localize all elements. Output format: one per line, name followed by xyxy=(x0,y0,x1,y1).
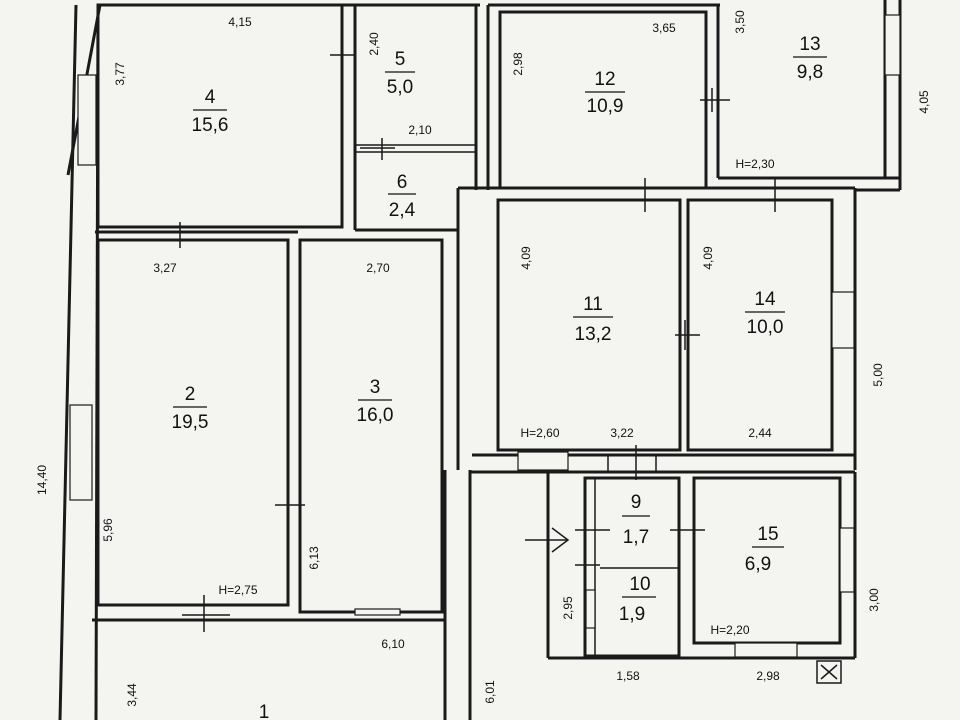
room-number: 9 xyxy=(631,492,642,513)
dimension-label: 2,10 xyxy=(408,123,432,137)
dimension-labels: 4,15 3,77 2,40 2,10 2,98 3,65 3,50 4,05 … xyxy=(35,10,931,707)
room-area: 9,8 xyxy=(797,62,823,83)
room-number: 11 xyxy=(583,294,603,315)
dimension-label: 3,22 xyxy=(610,426,634,440)
room-area: 1,9 xyxy=(619,604,645,625)
dimension-label: 2,95 xyxy=(561,596,575,620)
room-number: 4 xyxy=(205,87,216,108)
room-area: 6,9 xyxy=(745,554,771,575)
room-number: 15 xyxy=(757,524,778,545)
dimension-label: 3,77 xyxy=(113,62,127,86)
dimension-label: 6,13 xyxy=(307,546,321,570)
room-number: 14 xyxy=(754,289,776,310)
dimension-label: 2,40 xyxy=(367,32,381,56)
dimension-label: 4,09 xyxy=(519,246,533,270)
dimension-label: 2,98 xyxy=(756,669,780,683)
dimension-label: H=2,30 xyxy=(735,157,774,171)
room-area: 5,0 xyxy=(387,77,413,98)
dimension-label: 3,27 xyxy=(153,261,177,275)
dimension-label: 14,40 xyxy=(35,465,49,495)
room-number: 2 xyxy=(185,384,196,405)
dimension-label: 5,00 xyxy=(871,363,885,387)
room-number: 1 xyxy=(259,702,270,720)
dimension-label: H=2,60 xyxy=(520,426,559,440)
dimension-label: 2,70 xyxy=(366,261,390,275)
room-area: 10,9 xyxy=(587,96,624,117)
dimension-label: 2,44 xyxy=(748,426,772,440)
dimension-label: 4,15 xyxy=(228,15,252,29)
dimension-label: 3,50 xyxy=(733,10,747,34)
dimension-label: H=2,75 xyxy=(218,583,257,597)
entrance-arrow-icon xyxy=(525,527,570,553)
windows xyxy=(69,14,901,658)
room-number: 13 xyxy=(799,34,820,55)
room-number: 3 xyxy=(370,377,381,398)
dimension-label: 4,05 xyxy=(917,90,931,114)
dimension-label: 6,10 xyxy=(381,637,405,651)
room-area: 19,5 xyxy=(172,412,209,433)
dimension-label: H=2,20 xyxy=(710,623,749,637)
room-number: 5 xyxy=(395,49,406,70)
dimension-label: 3,44 xyxy=(125,683,139,707)
room-area: 16,0 xyxy=(357,405,394,426)
dimension-label: 1,58 xyxy=(616,669,640,683)
doors xyxy=(168,45,776,632)
room-area: 2,4 xyxy=(389,200,416,221)
room-area: 1,7 xyxy=(623,527,649,548)
room-number: 12 xyxy=(594,69,615,90)
room-area: 15,6 xyxy=(192,115,229,136)
room-number: 6 xyxy=(397,172,408,193)
room-labels: 4 15,6 5 5,0 6 2,4 12 10,9 13 9,8 11 13,… xyxy=(172,34,827,720)
dimension-label: 3,65 xyxy=(652,21,676,35)
dimension-label: 3,00 xyxy=(867,588,881,612)
dimension-label: 2,98 xyxy=(511,52,525,76)
room-area: 13,2 xyxy=(575,324,612,345)
room-number: 10 xyxy=(629,574,650,595)
dimension-label: 5,96 xyxy=(101,518,115,542)
dimension-label: 4,09 xyxy=(701,246,715,270)
dimension-label: 6,01 xyxy=(483,680,497,704)
walls xyxy=(58,0,902,720)
room-area: 10,0 xyxy=(747,317,784,338)
